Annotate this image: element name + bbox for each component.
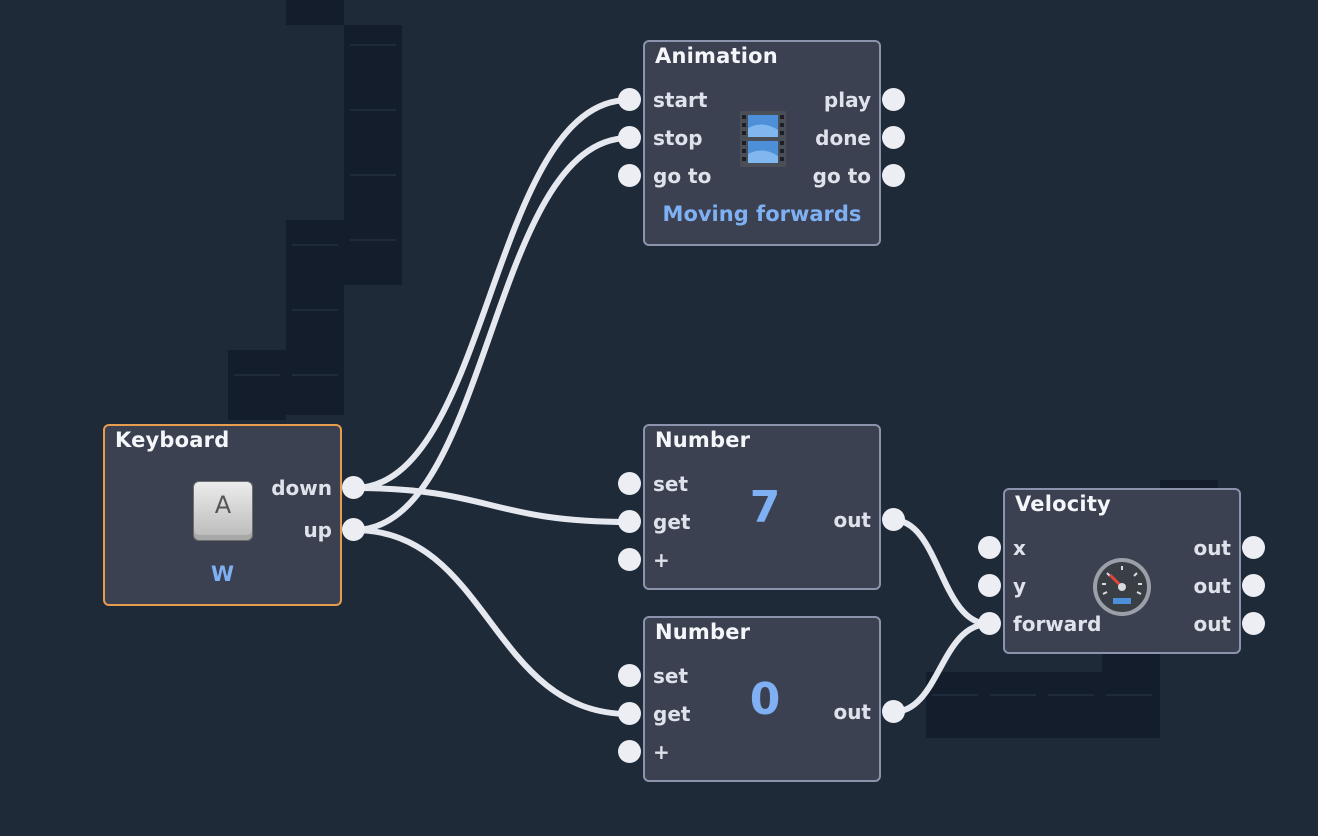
input-port-set[interactable] xyxy=(618,472,641,495)
output-port-out[interactable] xyxy=(882,508,905,531)
port-label-out: out xyxy=(833,508,871,532)
animation-node[interactable]: Animation start stop go to play done go … xyxy=(643,40,881,246)
port-label-out: out xyxy=(1193,574,1231,598)
node-title: Number xyxy=(655,428,751,452)
input-port-get[interactable] xyxy=(618,702,641,725)
port-label-get: get xyxy=(653,702,691,726)
output-port-out[interactable] xyxy=(1242,612,1265,635)
output-port-go-to[interactable] xyxy=(882,164,905,187)
input-port-y[interactable] xyxy=(978,574,1001,597)
port-label-done: done xyxy=(815,126,871,150)
input-port-get[interactable] xyxy=(618,510,641,533)
port-label-set: set xyxy=(653,472,689,496)
keyboard-key-icon: A xyxy=(193,481,253,541)
number-value: 7 xyxy=(749,482,781,533)
keyboard-node[interactable]: Keyboard A W down up xyxy=(103,424,342,606)
output-port-down[interactable] xyxy=(342,476,365,499)
port-label-out: out xyxy=(833,700,871,724)
input-port-plus[interactable] xyxy=(618,740,641,763)
output-port-out[interactable] xyxy=(1242,574,1265,597)
number-value: 0 xyxy=(749,674,781,725)
input-port-set[interactable] xyxy=(618,664,641,687)
input-port-start[interactable] xyxy=(618,88,641,111)
port-label-out: out xyxy=(1193,612,1231,636)
port-label-get: get xyxy=(653,510,691,534)
output-port-play[interactable] xyxy=(882,88,905,111)
port-label-start: start xyxy=(653,88,708,112)
number-node-2[interactable]: Number set get + out 0 xyxy=(643,616,881,782)
port-label-forward: forward xyxy=(1013,612,1102,636)
port-label-plus: + xyxy=(653,548,670,572)
port-label-play: play xyxy=(823,88,871,112)
output-port-out[interactable] xyxy=(1242,536,1265,559)
port-label-x: x xyxy=(1013,536,1026,560)
input-port-x[interactable] xyxy=(978,536,1001,559)
input-port-forward[interactable] xyxy=(978,612,1001,635)
port-label-plus: + xyxy=(653,740,670,764)
port-label-down: down xyxy=(271,476,332,500)
output-port-out[interactable] xyxy=(882,700,905,723)
animation-name: Moving forwards xyxy=(662,202,862,226)
film-strip-icon xyxy=(740,111,786,167)
output-port-up[interactable] xyxy=(342,518,365,541)
node-title: Animation xyxy=(655,44,778,68)
port-label-go-to-out: go to xyxy=(812,164,871,188)
port-label-out: out xyxy=(1193,536,1231,560)
speedometer-icon xyxy=(1093,558,1151,616)
output-port-done[interactable] xyxy=(882,126,905,149)
port-label-y: y xyxy=(1013,574,1027,598)
port-label-set: set xyxy=(653,664,689,688)
input-port-stop[interactable] xyxy=(618,126,641,149)
input-port-go-to[interactable] xyxy=(618,164,641,187)
velocity-node[interactable]: Velocity x y forward out out out xyxy=(1003,488,1241,654)
node-title: Number xyxy=(655,620,751,644)
input-port-plus[interactable] xyxy=(618,548,641,571)
node-title: Keyboard xyxy=(115,428,230,452)
number-node[interactable]: Number set get + out 7 xyxy=(643,424,881,590)
port-label-up: up xyxy=(303,518,332,542)
node-title: Velocity xyxy=(1015,492,1111,516)
port-label-go-to: go to xyxy=(653,164,712,188)
key-binding-label: W xyxy=(210,562,235,586)
port-label-stop: stop xyxy=(653,126,703,150)
